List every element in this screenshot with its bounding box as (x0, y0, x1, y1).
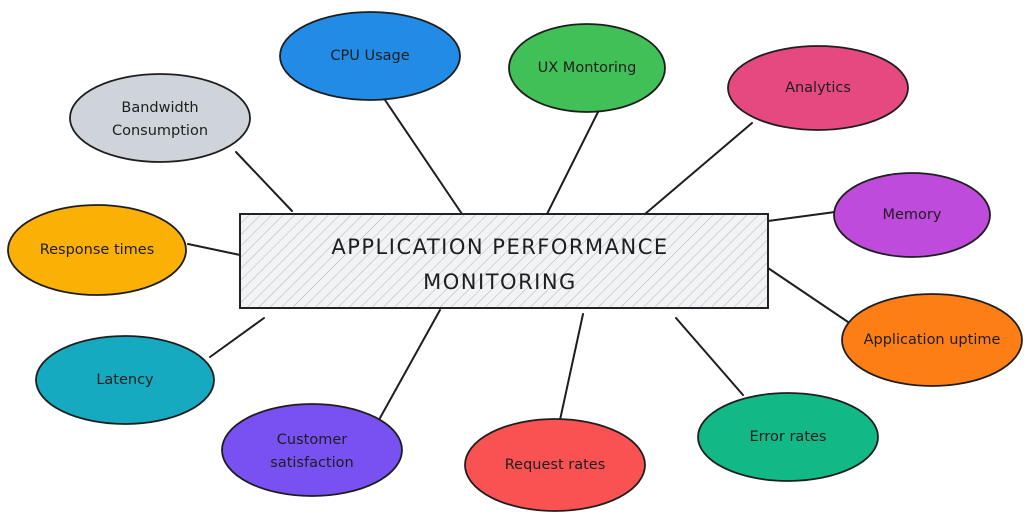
node-response-times: Response times (7, 204, 187, 296)
center-title-line-2: MONITORING (423, 270, 577, 294)
node-memory: Memory (833, 172, 991, 258)
error-rates-label: Error rates (750, 429, 827, 445)
memory-ellipse (833, 172, 991, 258)
connector-request-rates (559, 313, 584, 421)
cpu-usage-label: CPU Usage (330, 48, 409, 64)
bandwidth-consumption-label-line-1: Bandwidth (121, 100, 198, 116)
application-uptime-label: Application uptime (864, 332, 1001, 348)
node-application-uptime: Application uptime (841, 293, 1023, 387)
connector-latency (209, 317, 265, 358)
node-analytics: Analytics (727, 45, 909, 131)
application-uptime-ellipse (841, 293, 1023, 387)
memory-label: Memory (883, 207, 942, 223)
connector-cpu-usage (384, 99, 463, 215)
bandwidth-consumption-ellipse (69, 73, 251, 163)
center-hatch (239, 213, 769, 309)
connector-memory (767, 211, 836, 222)
connector-customer-satisfaction (379, 309, 441, 419)
center-node: APPLICATION PERFORMANCE MONITORING (239, 213, 769, 309)
customer-satisfaction-ellipse (221, 403, 403, 497)
node-request-rates: Request rates (464, 418, 646, 512)
request-rates-label: Request rates (505, 457, 606, 473)
response-times-ellipse (7, 204, 187, 296)
node-cpu-usage: CPU Usage (279, 11, 461, 101)
node-ux-monitoring: UX Montoring (508, 23, 666, 113)
ux-monitoring-label: UX Montoring (538, 60, 637, 76)
cpu-usage-ellipse (279, 11, 461, 101)
analytics-ellipse (727, 45, 909, 131)
analytics-label: Analytics (785, 80, 851, 96)
customer-satisfaction-label-line-1: Customer (277, 432, 347, 448)
node-bandwidth-consumption: Bandwidth Consumption (69, 73, 251, 163)
connector-ux-monitoring (546, 111, 599, 215)
node-customer-satisfaction: Customer satisfaction (221, 403, 403, 497)
customer-satisfaction-label-line-2: satisfaction (270, 455, 353, 471)
error-rates-ellipse (697, 392, 879, 482)
latency-label: Latency (96, 372, 154, 388)
connector-analytics (644, 122, 753, 215)
node-error-rates: Error rates (697, 392, 879, 482)
connector-application-uptime (767, 267, 849, 323)
connector-error-rates (675, 317, 744, 396)
connectors (187, 99, 849, 421)
bandwidth-consumption-label-line-2: Consumption (112, 123, 208, 139)
connector-response-times (187, 243, 241, 256)
request-rates-ellipse (464, 418, 646, 512)
connector-bandwidth-consumption (235, 151, 293, 212)
ux-monitoring-ellipse (508, 23, 666, 113)
latency-ellipse (35, 335, 215, 425)
center-title-line-1: APPLICATION PERFORMANCE (331, 235, 668, 259)
node-latency: Latency (35, 335, 215, 425)
response-times-label: Response times (40, 242, 155, 258)
